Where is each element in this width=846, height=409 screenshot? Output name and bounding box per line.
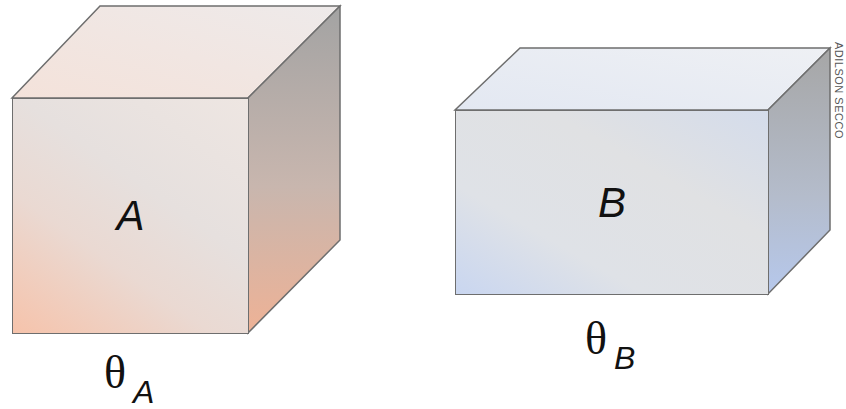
watermark: ADILSON SECCO — [833, 42, 844, 139]
box-front-face: A — [12, 98, 249, 334]
subscript: B — [614, 342, 635, 374]
box-top-face — [455, 48, 830, 110]
subscript: A — [133, 376, 154, 408]
box-front-face: B — [455, 110, 769, 295]
box-letter: B — [598, 179, 626, 227]
temperature-symbol: θ — [585, 316, 607, 362]
box-side-face — [768, 48, 830, 294]
box-letter: A — [116, 192, 144, 240]
temperature-symbol: θ — [104, 350, 126, 396]
box-side-face — [248, 6, 340, 333]
